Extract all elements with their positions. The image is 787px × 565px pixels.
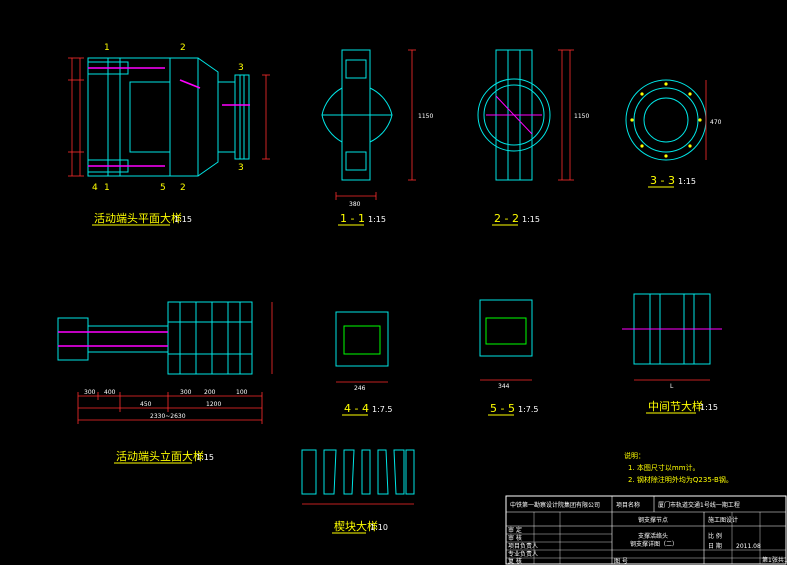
s44-title: 4 - 4 [344,402,369,415]
plan-view-scale: 1:15 [174,215,192,224]
tb-scale-label: 比 例 [708,532,722,540]
s44-scale: 1:7.5 [372,405,393,414]
notes-block: 说明： 1. 本图尺寸以mm计。 2. 钢材除注明外均为Q235-B钢。 [624,451,733,484]
plan-mark-1a: 1 [104,43,110,53]
tb-row-0: 审 定 [508,526,522,534]
elev-dim-3: 450 [140,401,152,408]
s22-ring-inner [483,84,545,146]
elev-dim-total: 2330~2630 [150,413,186,420]
s55-frame [479,299,533,357]
s22-ring-outer [477,78,551,152]
plan-mark-1b: 1 [104,183,110,193]
title-block-texts: 中铁第一勘察设计院集团有限公司 项目名称 厦门市轨道交通1号线一期工程 钢支撑节… [508,501,787,565]
s44-width-dim: 246 [354,385,366,392]
s22-title: 2 - 2 [494,212,519,225]
tb-row-1: 审 核 [508,534,522,542]
tb-date-value: 2011.08 [736,543,761,550]
elev-dim-4: 1200 [206,401,221,408]
notes-line-1: 1. 本图尺寸以mm计。 [628,463,700,472]
s33-inner-ring [643,97,689,143]
s22-scale: 1:15 [522,215,540,224]
elevation-view [57,301,253,375]
s22-height-dim: 1150 [574,113,589,120]
elev-dim-texts: 300 400 450 1200 2330~2630 300 200 100 [84,389,248,420]
tb-row-3: 专业负责人 [508,550,538,558]
tb-project-label: 项目名称 [616,501,640,509]
tb-design-stage: 施工图设计 [708,516,738,524]
section-5-5 [479,299,533,357]
s33-diameter-dim: 470 [710,119,722,126]
plan-mark-5: 5 [160,183,166,193]
section-4-4 [335,311,389,367]
s33-outer-ring [625,79,707,161]
plan-main-frame [87,57,199,177]
tb-row-4: 复 核 [508,557,522,565]
plan-view [87,57,250,177]
title-block [505,495,787,565]
plan-view-dims [68,57,270,177]
tb-drawing-name-2: 钢支撑详图（二） [630,540,678,548]
elev-dim-1: 300 [84,389,96,396]
s55-inner-box [485,317,527,345]
plan-section-marks: 1 2 1 2 4 5 3 3 [92,43,244,193]
notes-heading: 说明： [624,451,645,460]
elev-view-scale: 1:15 [196,453,214,462]
elev-middle-tube [87,325,169,353]
s33-bolts [630,82,702,158]
s33-middle-ring [633,87,699,153]
s22-dims [558,49,574,181]
tb-date-label: 日 期 [708,542,722,550]
notes-line-2: 2. 钢材除注明外均为Q235-B钢。 [628,475,733,484]
plan-mark-3a: 3 [238,63,244,73]
tb-sub-title: 钢支撑节点 [638,516,668,524]
elev-dim-2: 400 [104,389,116,396]
plan-mark-4: 4 [92,183,98,193]
mid-length-dim: L [670,383,674,390]
s55-title: 5 - 5 [490,402,515,415]
plan-mark-3b: 3 [238,163,244,173]
tb-drawing-no-label: 图 号 [614,558,628,565]
plan-center-block [129,81,171,153]
s11-scale: 1:15 [368,215,386,224]
elev-dim-8: 100 [236,389,248,396]
s55-scale: 1:7.5 [518,405,539,414]
elev-dim-chain [77,302,273,424]
wedge-scale: 1:10 [370,523,388,532]
plan-view-title: 活动端头平面大样 [94,211,182,225]
elev-dim-6: 300 [180,389,192,396]
mid-scale: 1:15 [700,403,718,412]
plan-mark-2a: 2 [180,43,186,53]
tb-sheet-no: 第1张共1张 [762,556,787,564]
elev-view-title: 活动端头立面大样 [116,449,204,463]
s33-scale: 1:15 [678,177,696,186]
elev-left-block [57,317,89,361]
s44-inner-box [343,325,381,355]
s11-title: 1 - 1 [340,212,365,225]
s11-dims [335,49,416,200]
s55-width-dim: 344 [498,383,510,390]
elev-dim-7: 200 [204,389,216,396]
plan-mark-2b: 2 [180,183,186,193]
wedge-detail [301,449,415,495]
s22-accents [486,95,542,135]
tb-company: 中铁第一勘察设计院集团有限公司 [510,501,600,509]
tb-project-name: 厦门市轨道交通1号线一期工程 [658,501,740,509]
tb-row-2: 项目负责人 [508,542,538,550]
s11-width-dim: 380 [349,201,361,208]
mid-title: 中间节大样 [648,399,703,413]
wedge-title: 楔块大样 [334,519,378,533]
s11-height-dim: 1150 [418,113,433,120]
plan-view-accents [88,67,250,167]
s11-bottom-box [345,151,367,171]
elev-right-frame [167,301,253,375]
s33-title: 3 - 3 [650,174,675,187]
elev-accents [58,331,168,347]
section-3-3 [625,79,707,161]
s11-top-box [345,59,367,79]
plan-end-plate [234,74,250,160]
section-1-1 [321,49,393,181]
tb-drawing-name-1: 支撑活络头 [638,532,668,540]
